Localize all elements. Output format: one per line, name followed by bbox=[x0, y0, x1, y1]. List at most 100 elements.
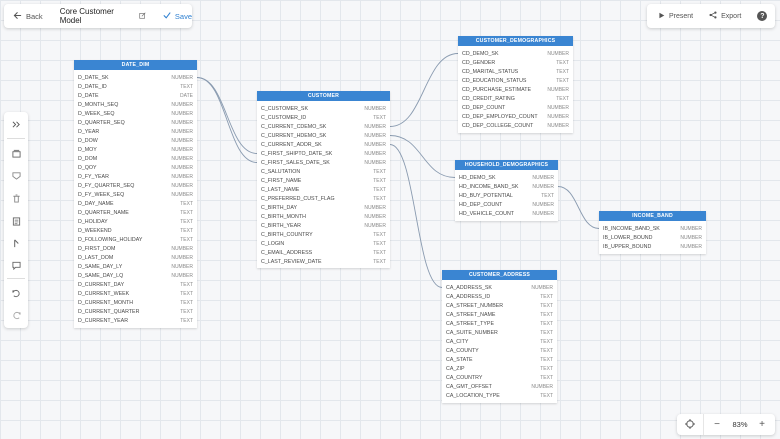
relationship-line[interactable] bbox=[196, 77, 258, 154]
relationship-line[interactable] bbox=[389, 144, 443, 288]
edit-icon[interactable] bbox=[139, 11, 146, 21]
zoom-out-button[interactable]: − bbox=[714, 419, 720, 430]
relationship-line[interactable] bbox=[557, 186, 600, 229]
layers-icon[interactable] bbox=[4, 144, 28, 162]
expand-icon[interactable] bbox=[4, 115, 28, 133]
zoom-in-button[interactable]: + bbox=[759, 419, 765, 430]
save-button[interactable]: Save bbox=[163, 11, 192, 21]
present-button[interactable]: Present bbox=[658, 12, 693, 21]
relationship-line[interactable] bbox=[389, 135, 456, 178]
note-icon[interactable] bbox=[4, 212, 28, 230]
help-icon[interactable]: ? bbox=[757, 11, 768, 21]
redo-icon[interactable] bbox=[4, 306, 28, 324]
pointer-icon[interactable] bbox=[4, 234, 28, 252]
undo-icon[interactable] bbox=[4, 284, 28, 302]
tag-icon[interactable] bbox=[4, 166, 28, 184]
trash-icon[interactable] bbox=[4, 189, 28, 207]
comment-icon[interactable] bbox=[4, 256, 28, 274]
relationship-line[interactable] bbox=[389, 53, 459, 127]
back-button[interactable]: Back bbox=[13, 11, 43, 22]
fit-view-button[interactable] bbox=[677, 414, 704, 435]
